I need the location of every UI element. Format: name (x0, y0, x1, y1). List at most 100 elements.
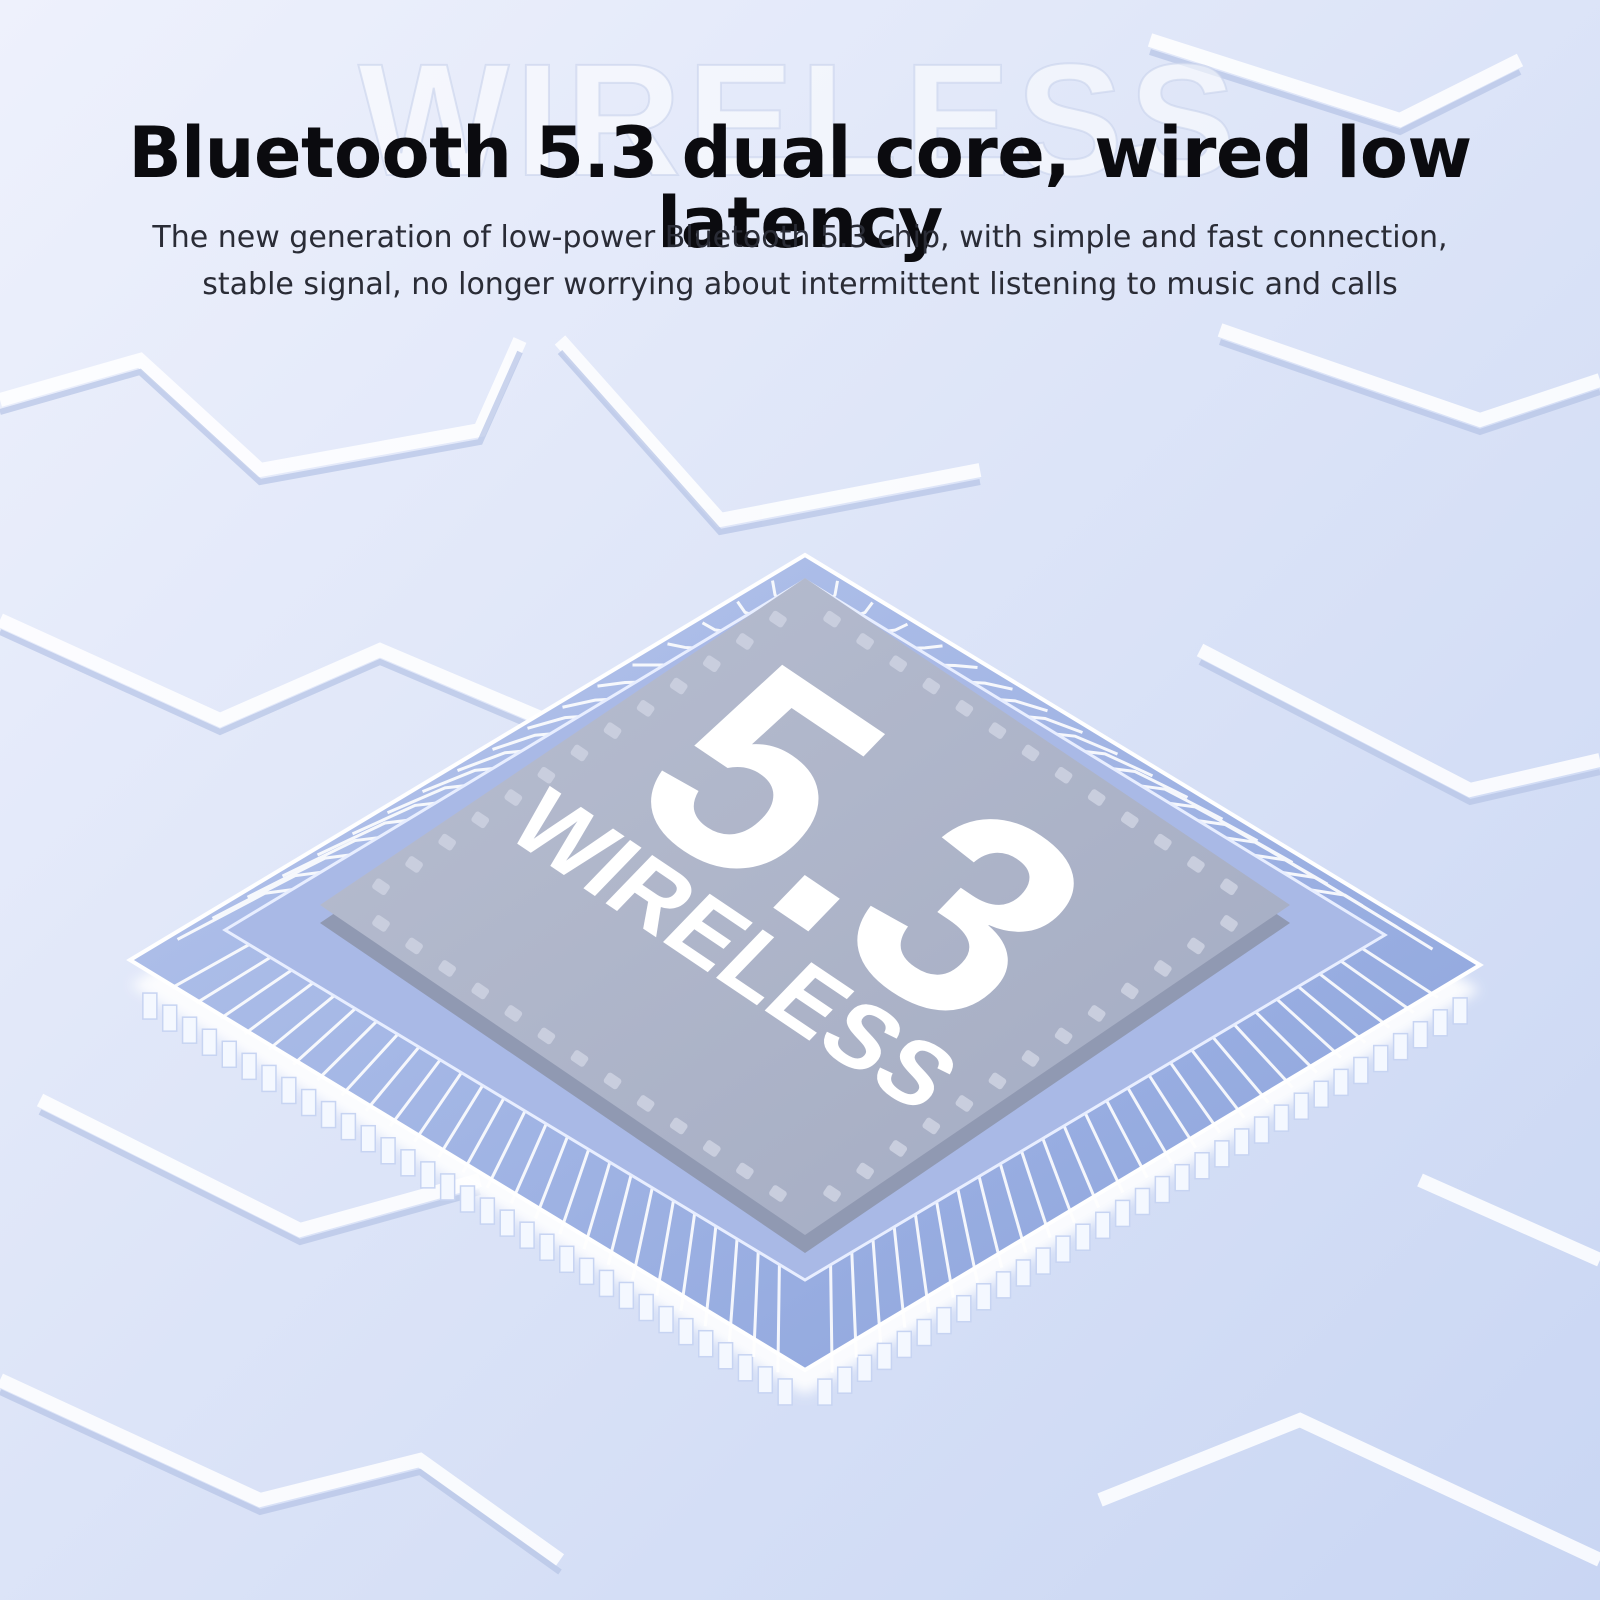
chip-pin (717, 1342, 734, 1370)
chip-pin (300, 1088, 317, 1117)
chip-pin (876, 1342, 893, 1371)
chip-dot (669, 677, 688, 695)
chip-pin (1194, 1152, 1210, 1180)
chip-pin (638, 1293, 654, 1322)
chip-pin (916, 1318, 932, 1347)
chip-pin (757, 1366, 774, 1394)
chip-pin (856, 1354, 873, 1383)
chip-dot (1087, 789, 1106, 806)
chip-pin (400, 1149, 416, 1177)
chip-dot (922, 677, 941, 695)
chip-dot (702, 1140, 721, 1157)
chip-dot (636, 700, 655, 717)
subtitle-line-2: stable signal, no longer worrying about … (202, 267, 1398, 302)
chip-pin (737, 1354, 754, 1382)
chip-pin (1095, 1211, 1111, 1240)
chip-pin (519, 1221, 535, 1249)
chip-dot (988, 722, 1007, 739)
chip-pin (559, 1245, 575, 1274)
chip-pin (261, 1064, 277, 1093)
chip-dot (603, 1072, 622, 1090)
chip-dot (988, 1072, 1007, 1090)
chip-dot (856, 633, 874, 650)
chip-dot (889, 1140, 908, 1157)
chip-pin (598, 1269, 615, 1298)
chip-pin (1392, 1032, 1409, 1061)
chip-pin (1273, 1104, 1290, 1132)
chip-dot (856, 1162, 874, 1180)
chip-pin (1154, 1175, 1171, 1204)
chip-dot (1054, 1027, 1073, 1045)
chip-pin (697, 1329, 714, 1358)
chip-pins (142, 992, 1468, 1406)
chip-pin (1253, 1116, 1270, 1144)
chip-pin (281, 1076, 297, 1105)
chip-dot (372, 915, 390, 932)
chip-pin (956, 1294, 972, 1323)
chip-dot (570, 744, 589, 762)
chip-pin (1412, 1020, 1429, 1049)
chip-dot (1087, 1005, 1106, 1022)
chip-dot (1220, 878, 1238, 896)
chip-dot (438, 960, 456, 977)
chip-pin (340, 1112, 357, 1141)
chip-pin (1174, 1163, 1190, 1192)
chip-pin (1015, 1259, 1032, 1287)
chip-pin (201, 1028, 218, 1056)
chip-pin (1055, 1235, 1071, 1263)
chip-dot (1154, 833, 1172, 851)
chip-pin (539, 1233, 555, 1261)
chip-pin (658, 1305, 674, 1334)
chip-dot-grid (372, 610, 1238, 1202)
chip-pin (995, 1271, 1012, 1299)
chip-dot (736, 633, 754, 650)
chip-pin (1372, 1044, 1389, 1073)
chip-pin (1353, 1056, 1369, 1085)
chip-pin (499, 1209, 515, 1237)
chip-dot (504, 789, 523, 806)
subtitle-line-1: The new generation of low-power Bluetoot… (152, 220, 1448, 255)
chip-pin (161, 1004, 178, 1032)
chip-pin (1075, 1223, 1091, 1251)
chip-pin (1333, 1068, 1349, 1097)
chip-dot (471, 982, 490, 1000)
chip-dot (1187, 856, 1205, 873)
chip-dot (1154, 960, 1172, 977)
chip-pin (1214, 1140, 1230, 1168)
chip-dot (1120, 982, 1139, 1000)
chip-dot (1021, 1050, 1040, 1067)
chip-pin (1134, 1187, 1151, 1216)
chip-dot (438, 833, 456, 851)
chip-pin (479, 1197, 496, 1225)
chip-dot (702, 655, 721, 673)
chip-dot (1054, 766, 1073, 784)
chip-dot (736, 1162, 754, 1180)
chip-dot (1187, 937, 1205, 955)
chip-pin (896, 1330, 913, 1359)
chip-dot (405, 856, 423, 873)
chip-dot (537, 766, 556, 784)
chip-dot (603, 722, 622, 739)
chip-dot (405, 937, 423, 955)
chip-pin (221, 1040, 238, 1069)
chip-pin (181, 1016, 198, 1044)
chip-pin (817, 1378, 833, 1406)
chip-pin (678, 1317, 694, 1346)
chip-dot (669, 1117, 688, 1135)
chip-pin (1114, 1199, 1131, 1228)
headline: Bluetooth 5.3 dual core, wired low laten… (128, 112, 1472, 264)
chip-pin (360, 1124, 376, 1153)
chip-dot (823, 1185, 841, 1202)
chip-dot (889, 655, 908, 673)
chip-dot (1021, 744, 1040, 762)
chip-pin (380, 1137, 396, 1165)
chip-dot (504, 1005, 523, 1022)
chip-dot (636, 1095, 655, 1112)
chip-dot (1220, 915, 1238, 932)
chip-die (320, 578, 1290, 1253)
chip-dot (570, 1050, 589, 1067)
chip-pin (459, 1185, 476, 1213)
chip-pin (578, 1257, 595, 1286)
